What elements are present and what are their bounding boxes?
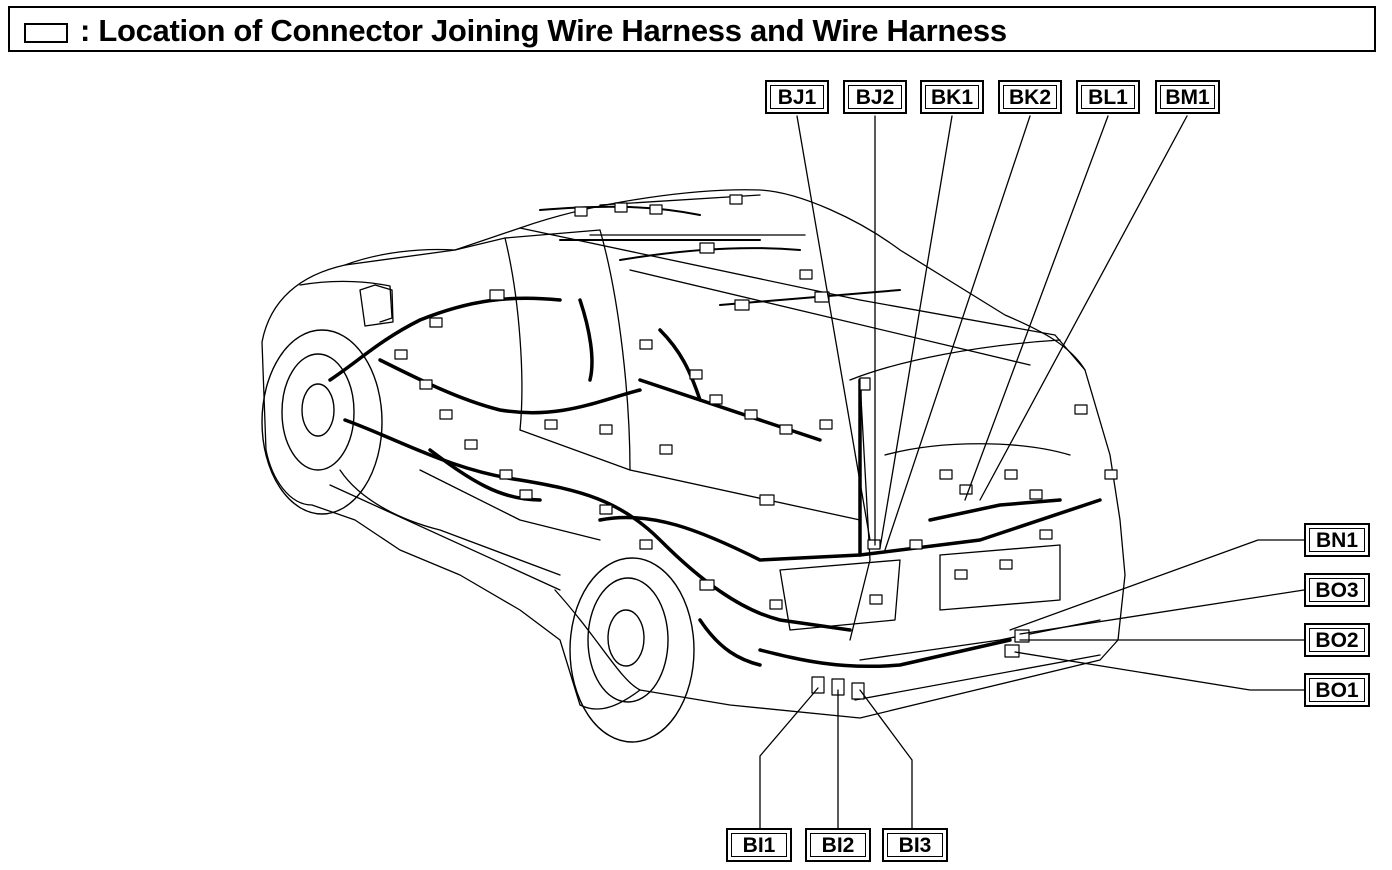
connector-label-bn1: BN1 — [1304, 523, 1370, 557]
connector-label-bi3: BI3 — [882, 828, 948, 862]
connector-label-bi1: BI1 — [726, 828, 792, 862]
roof-harness — [539, 205, 901, 306]
connector-label-bo3: BO3 — [1304, 573, 1370, 607]
connector-legend-icon — [24, 23, 68, 43]
page-title: : Location of Connector Joining Wire Har… — [80, 13, 1007, 48]
connector-label-bj1: BJ1 — [765, 80, 829, 114]
connector-label-bo2: BO2 — [1304, 623, 1370, 657]
title-bar: : Location of Connector Joining Wire Har… — [8, 6, 1376, 52]
connector-label-bj2: BJ2 — [843, 80, 907, 114]
connector-label-bk1: BK1 — [920, 80, 984, 114]
connector-label-bi2: BI2 — [805, 828, 871, 862]
front-wheel — [261, 329, 383, 515]
connector-label-bo1: BO1 — [1304, 673, 1370, 707]
vehicle-body-outline — [261, 189, 1126, 719]
connector-label-bk2: BK2 — [998, 80, 1062, 114]
rear-wheel — [569, 557, 695, 743]
connector-label-bm1: BM1 — [1155, 80, 1220, 114]
connector-label-bl1: BL1 — [1076, 80, 1140, 114]
harness-connectors — [394, 194, 1118, 700]
leader-lines — [759, 115, 1305, 830]
wire-harness — [328, 296, 1102, 669]
